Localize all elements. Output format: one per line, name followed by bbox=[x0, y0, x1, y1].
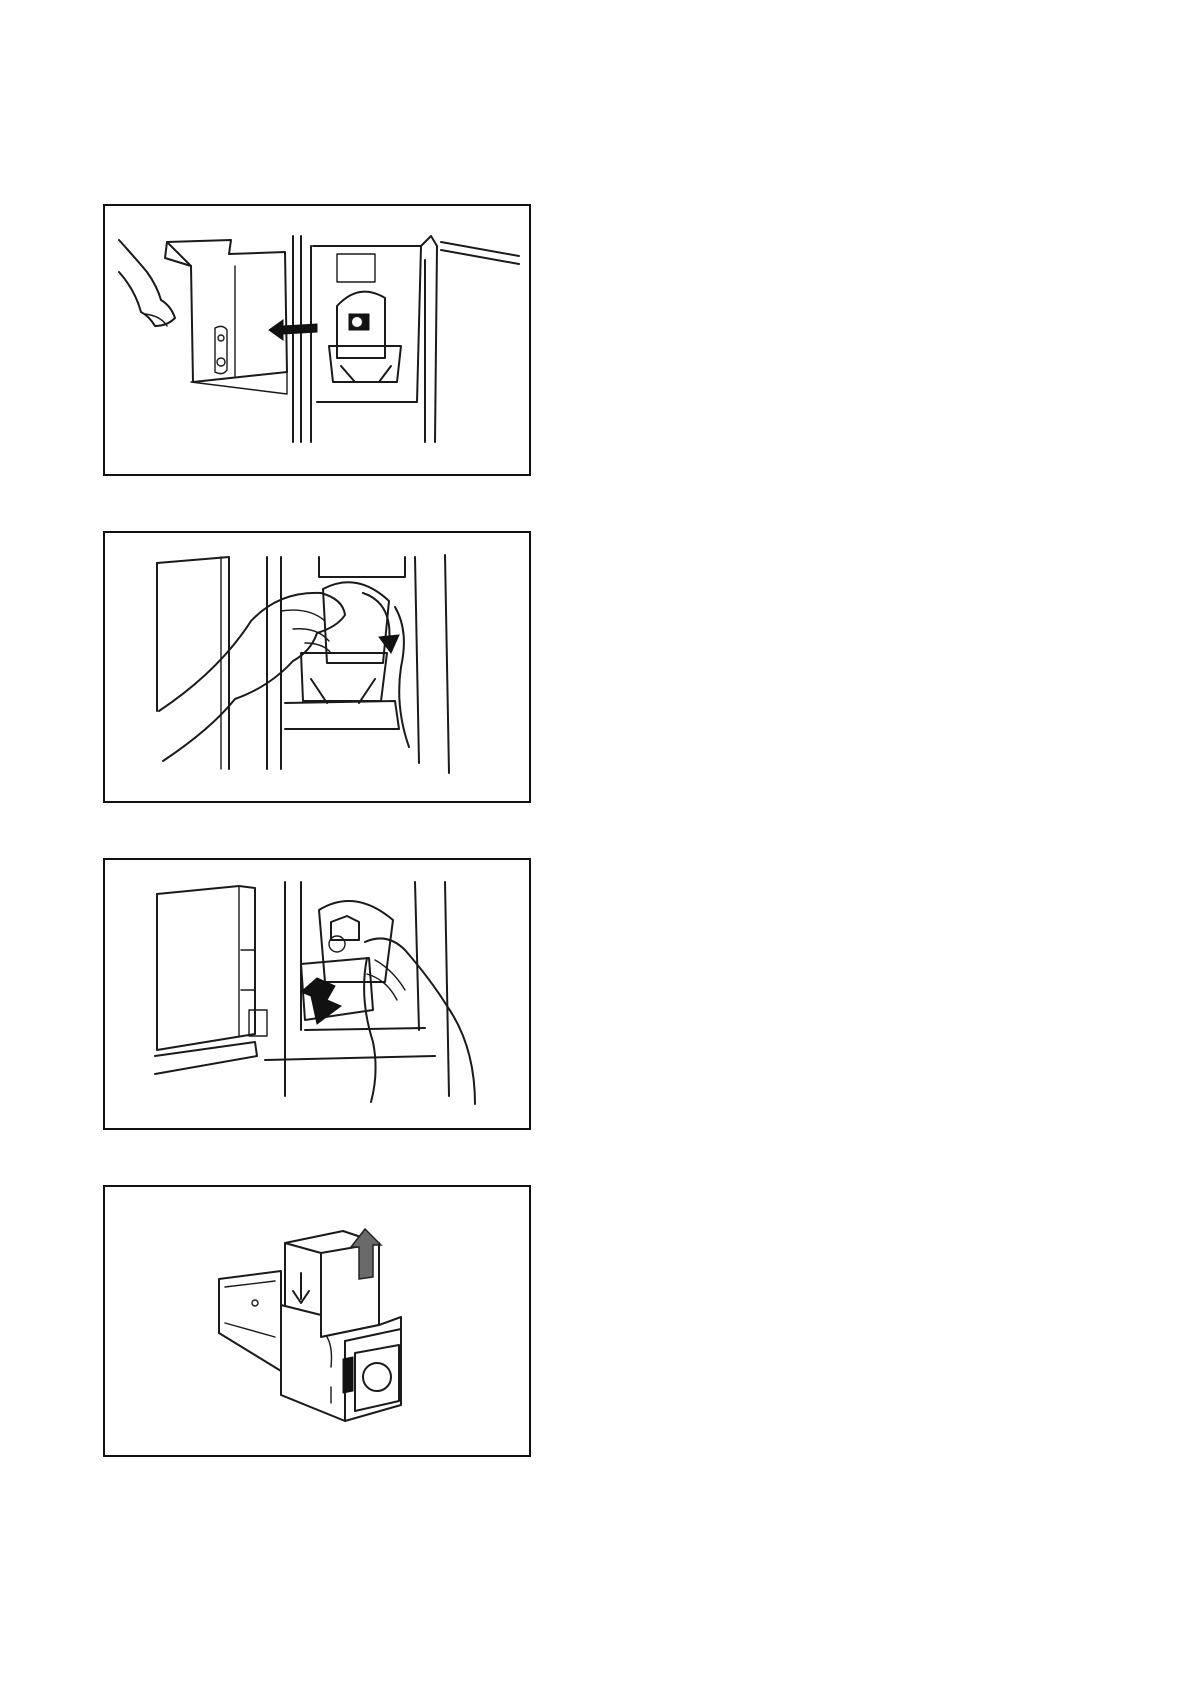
figure-lower-stapler-unit bbox=[103, 531, 531, 803]
figure-remove-staple-case bbox=[103, 1185, 531, 1457]
cartridge-pull-illustration bbox=[105, 860, 529, 1128]
stapler-unit-illustration bbox=[105, 533, 529, 801]
figure-open-front-cover bbox=[103, 204, 531, 476]
front-cover-illustration bbox=[105, 206, 529, 474]
figure-pull-out-cartridge bbox=[103, 858, 531, 1130]
staple-case-illustration bbox=[105, 1187, 529, 1455]
